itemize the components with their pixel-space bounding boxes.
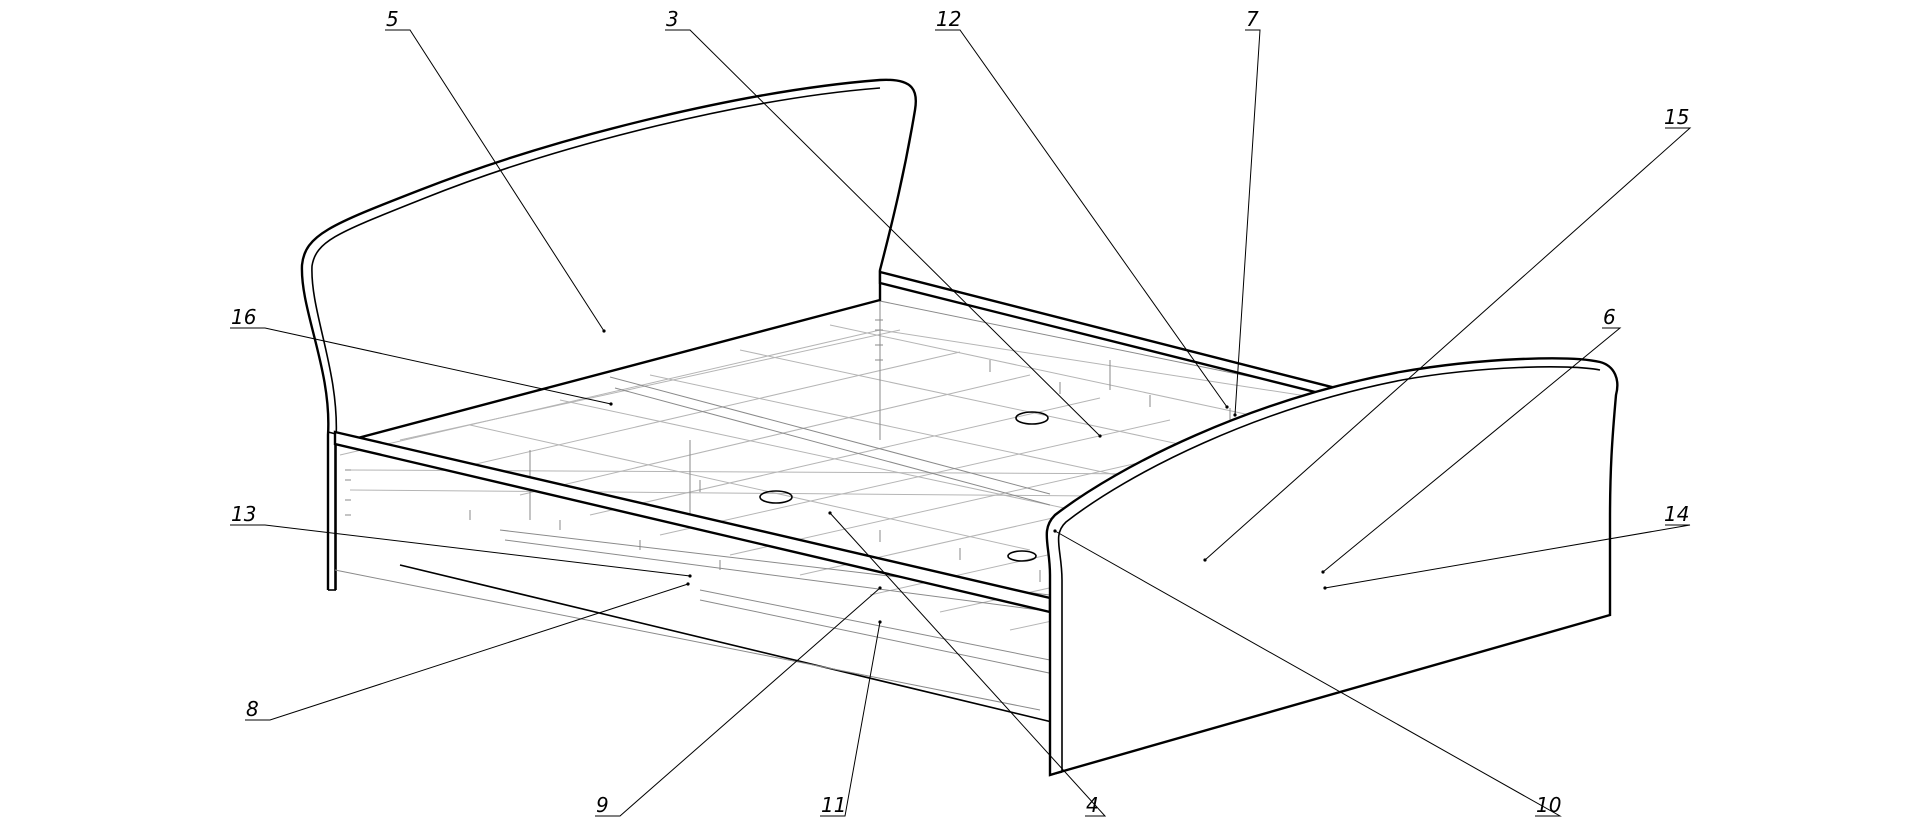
callout-8: 8 <box>246 697 259 721</box>
headboard-panel <box>300 78 918 591</box>
callout-4: 4 <box>1086 793 1099 817</box>
leader-lines <box>230 29 1692 817</box>
callout-9: 9 <box>596 793 609 817</box>
rear-side-rail <box>878 270 1357 404</box>
footboard-panel <box>1045 357 1619 777</box>
callout-13: 13 <box>231 502 256 526</box>
callout-10: 10 <box>1536 793 1561 817</box>
callout-7: 7 <box>1246 7 1259 31</box>
callout-14: 14 <box>1664 502 1689 526</box>
callout-15: 15 <box>1664 105 1689 129</box>
callout-12: 12 <box>936 7 961 31</box>
callout-11: 11 <box>821 793 846 817</box>
callout-6: 6 <box>1603 305 1616 329</box>
callout-3: 3 <box>666 7 679 31</box>
callout-5: 5 <box>386 7 399 31</box>
callout-labels: 5 3 12 7 15 16 6 13 14 8 9 11 4 10 <box>231 7 1689 817</box>
callout-16: 16 <box>231 305 256 329</box>
